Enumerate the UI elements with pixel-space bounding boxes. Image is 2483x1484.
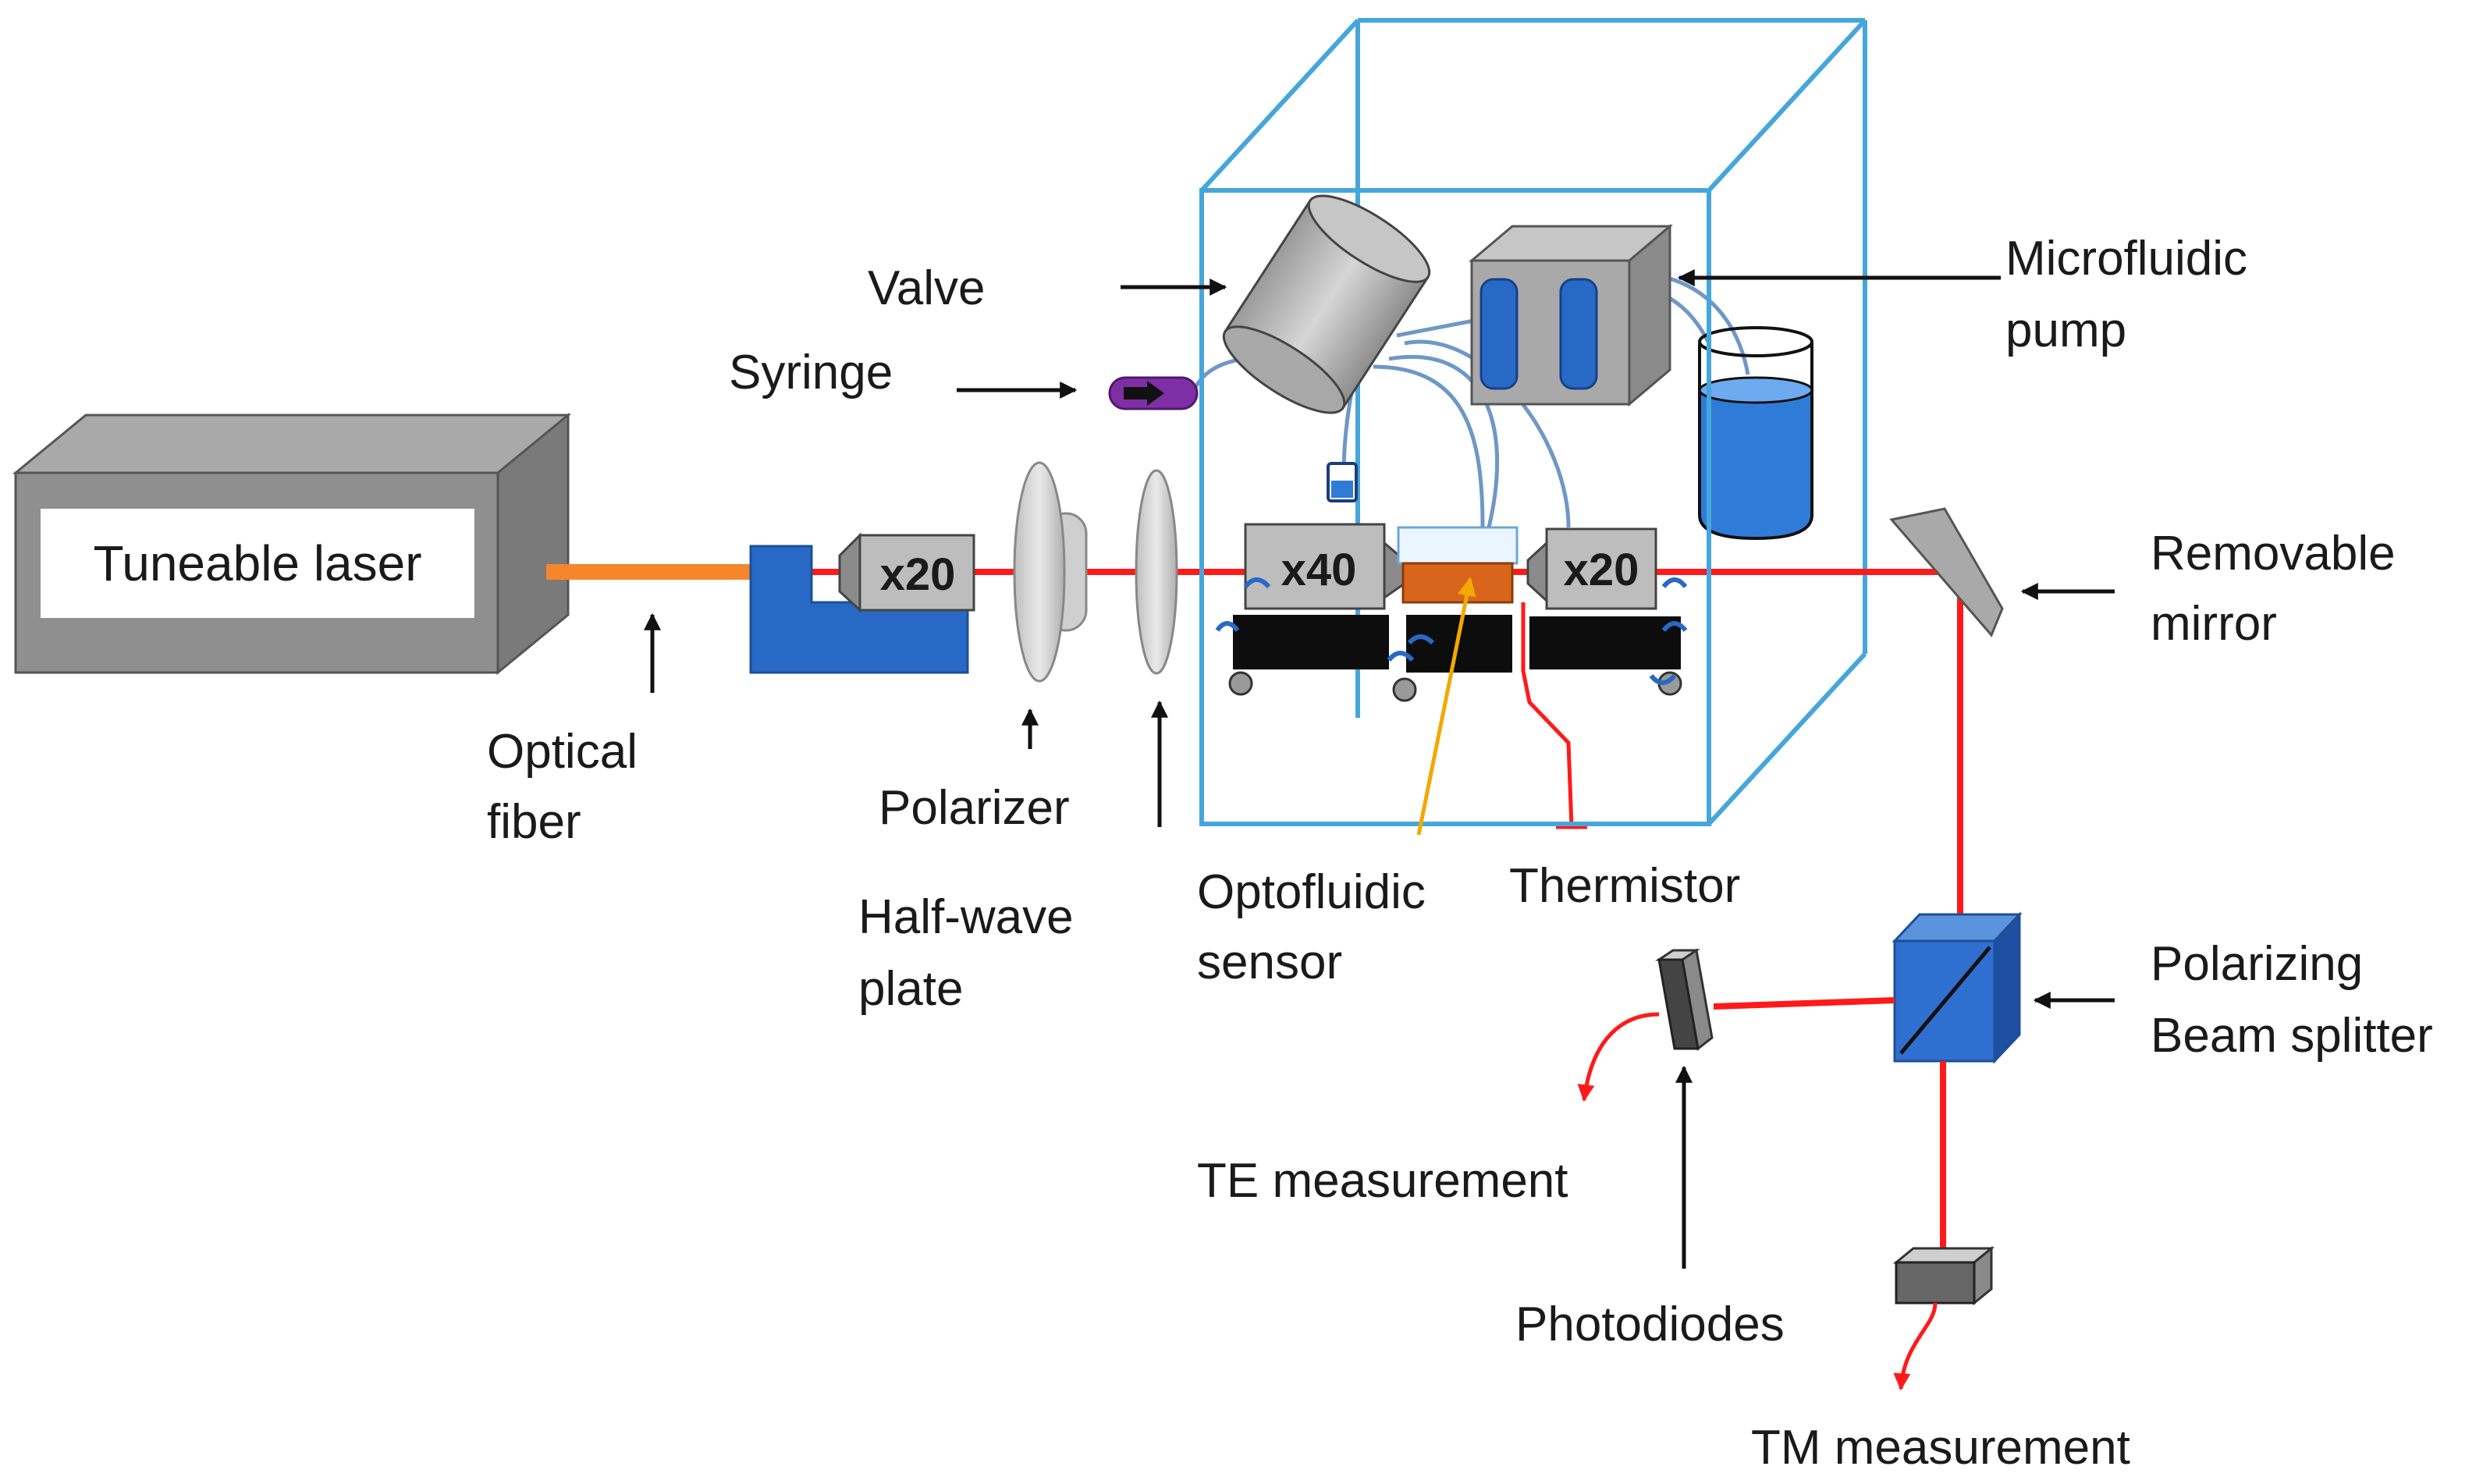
removable-mirror-label-line1: Removable [2151,527,2396,580]
tuneable-laser: Tuneable laser [12,412,572,676]
half-wave-plate-label-line2: plate [858,962,963,1016]
objective-x20-right: x20 [1526,527,1657,610]
vial [1327,462,1358,502]
optical-fiber-label-line2: fiber [487,795,581,849]
te-signal-wire [1577,1012,1660,1102]
objective-x40-label: x40 [1281,545,1357,595]
tuneable-laser-label: Tuneable laser [94,535,422,591]
syringe-label: Syringe [729,346,893,399]
polarizing-beam-splitter-label-line1: Polarizing [2151,937,2363,991]
removable-mirror-label-line2: mirror [2151,597,2277,651]
sensor-pointer-arrow [1416,577,1476,836]
valve [1222,194,1431,414]
objective-x20-left-label: x20 [880,549,956,600]
enclosure-front [1199,188,1711,826]
photodiode-tm [1892,1245,1995,1306]
translation-stages [1215,577,1688,702]
te-beam [1713,997,1895,1010]
objective-x20-right-label: x20 [1564,545,1639,595]
thermistor-label: Thermistor [1509,859,1740,913]
tm-measurement-label: TM measurement [1751,1421,2130,1475]
thermistor-wire [1521,602,1574,828]
valve-label: Valve [868,261,986,315]
syringe [1108,376,1199,410]
optofluidic-sensor-label-line1: Optofluidic [1197,865,1426,919]
photodiodes-label: Photodiodes [1515,1298,1785,1351]
polarizer-label: Polarizer [879,781,1070,835]
beaker [1698,326,1813,541]
microfluidic-pump [1468,223,1674,407]
half-wave-plate [1135,469,1178,675]
polarizing-beam-splitter-label-line2: Beam splitter [2151,1009,2433,1063]
polarizer [1013,461,1088,683]
te-measurement-label: TE measurement [1197,1154,1568,1208]
tm-signal-wire [1893,1302,1938,1391]
objective-x40: x40 [1244,523,1406,610]
microfluidic-pump-label-line2: pump [2005,304,2126,357]
removable-mirror [1889,507,2004,637]
photodiode-te [1655,948,1714,1051]
optofluidic-sensor [1397,526,1519,604]
optical-fiber-label-line1: Optical [487,725,638,779]
polarizing-beam-splitter [1892,911,2023,1064]
pointer-arrows [644,269,2115,1269]
half-wave-plate-label-line1: Half-wave [858,890,1074,944]
microfluidic-pump-label-line1: Microfluidic [2005,232,2247,286]
objective-x20-left: x20 [838,532,975,613]
labels: Optical fiber Polarizer Half-wave plate … [487,232,2433,1475]
optofluidic-sensor-label-line2: sensor [1197,935,1342,989]
